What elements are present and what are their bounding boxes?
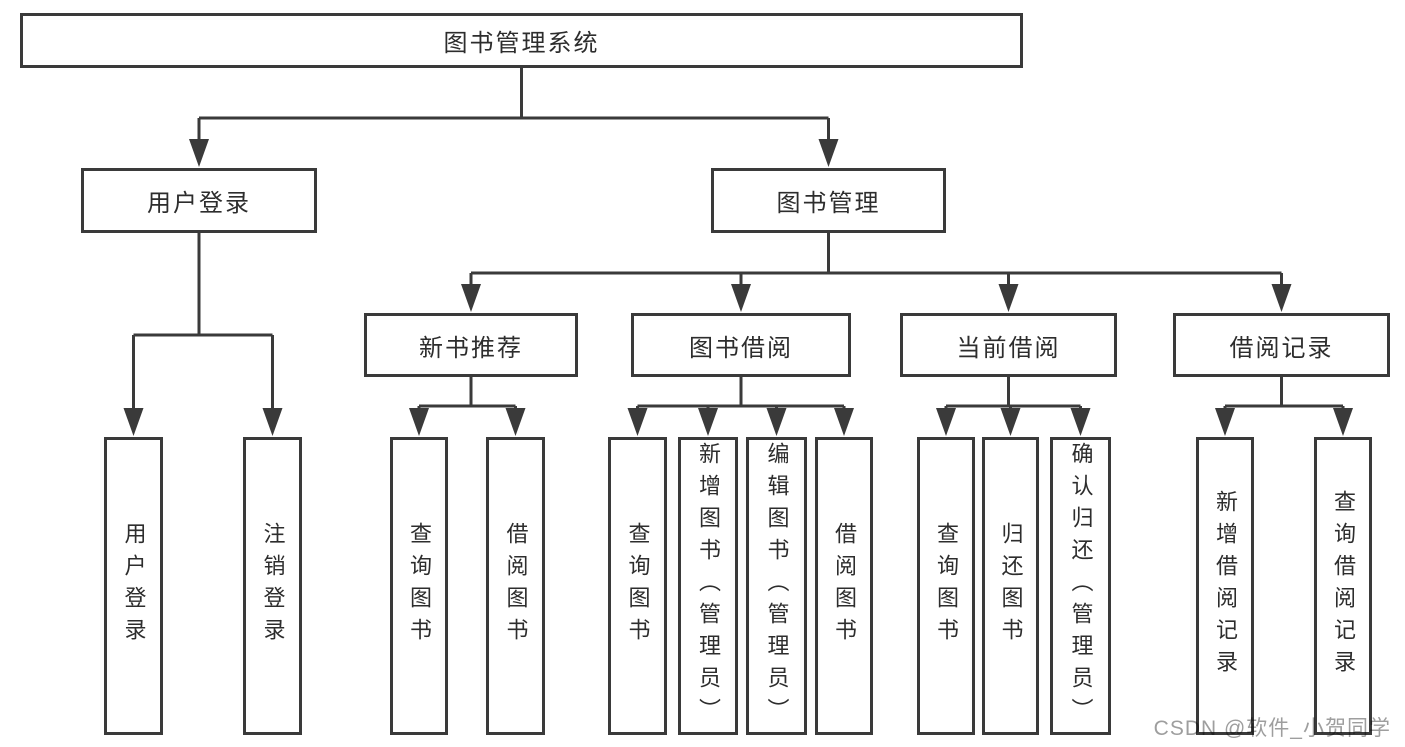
arrow-down-icon <box>1070 408 1091 436</box>
leaf-query-borrow-record: 查询借阅记录 <box>1314 437 1372 735</box>
leaf-return-books: 归还图书 <box>982 437 1039 735</box>
leaf-label: 查询图书 <box>625 522 651 650</box>
node-book-borrowing: 图书借阅 <box>631 313 851 377</box>
node-user-login: 用户登录 <box>81 168 317 233</box>
arrow-down-icon <box>505 408 526 436</box>
connector-records-to-leaves <box>1223 377 1345 412</box>
node-current-borrowing: 当前借阅 <box>900 313 1117 377</box>
arrow-down-icon <box>1271 284 1292 312</box>
node-book-management: 图书管理 <box>711 168 946 233</box>
connector-mgmt-to-sections <box>469 233 1283 288</box>
arrow-down-icon <box>818 139 839 167</box>
connector-newbook-to-leaves <box>417 377 517 412</box>
arrow-down-icon <box>834 408 854 436</box>
node-new-book-recommend: 新书推荐 <box>364 313 578 377</box>
node-borrowing-records: 借阅记录 <box>1173 313 1390 377</box>
arrow-down-icon <box>189 139 209 167</box>
node-root-library-system: 图书管理系统 <box>20 13 1023 68</box>
leaf-label: 查询图书 <box>407 522 432 650</box>
connector-root-to-level2 <box>197 68 830 146</box>
leaf-confirm-return-admin: 确认归还（管理员） <box>1050 437 1111 735</box>
leaf-label: 确认归还（管理员） <box>1068 442 1094 730</box>
leaf-label: 编辑图书（管理员） <box>764 442 790 730</box>
leaf-label: 注销登录 <box>260 522 286 650</box>
leaf-label: 新增借阅记录 <box>1213 490 1238 682</box>
arrow-down-icon <box>1333 408 1353 436</box>
arrow-down-icon <box>461 284 481 312</box>
connector-current-to-leaves <box>944 377 1082 412</box>
leaf-label: 借阅图书 <box>832 522 857 650</box>
arrow-down-icon <box>731 284 751 312</box>
leaf-add-books-admin: 新增图书（管理员） <box>678 437 738 735</box>
csdn-watermark: CSDN @软件_小贺同学 <box>1153 717 1391 740</box>
leaf-edit-books-admin: 编辑图书（管理员） <box>746 437 807 735</box>
leaf-label: 用户登录 <box>121 522 147 650</box>
leaf-label: 归还图书 <box>998 522 1024 650</box>
arrow-down-icon <box>262 408 283 436</box>
arrow-down-icon <box>936 408 956 436</box>
arrow-down-icon <box>766 408 787 436</box>
leaf-borrow-books: 借阅图书 <box>815 437 873 735</box>
leaf-add-borrow-record: 新增借阅记录 <box>1196 437 1254 735</box>
arrow-down-icon <box>998 284 1019 312</box>
arrow-down-icon <box>627 408 648 436</box>
connector-borrow-to-leaves <box>636 377 846 412</box>
leaf-logout: 注销登录 <box>243 437 302 735</box>
leaf-query-books-recommend: 查询图书 <box>390 437 448 735</box>
arrow-down-icon <box>123 408 144 436</box>
leaf-query-books-current: 查询图书 <box>917 437 975 735</box>
leaf-borrow-books-recommend: 借阅图书 <box>486 437 545 735</box>
leaf-label: 查询图书 <box>934 522 959 650</box>
leaf-label: 借阅图书 <box>503 522 529 650</box>
arrow-down-icon <box>409 408 429 436</box>
arrow-down-icon <box>1215 408 1235 436</box>
connector-login-to-leaves <box>132 233 274 412</box>
arrow-down-icon <box>1000 408 1021 436</box>
leaf-user-login: 用户登录 <box>104 437 163 735</box>
leaf-label: 新增图书（管理员） <box>696 442 721 730</box>
arrow-down-icon <box>698 408 718 436</box>
leaf-label: 查询借阅记录 <box>1331 490 1356 682</box>
leaf-query-books-borrow: 查询图书 <box>608 437 667 735</box>
